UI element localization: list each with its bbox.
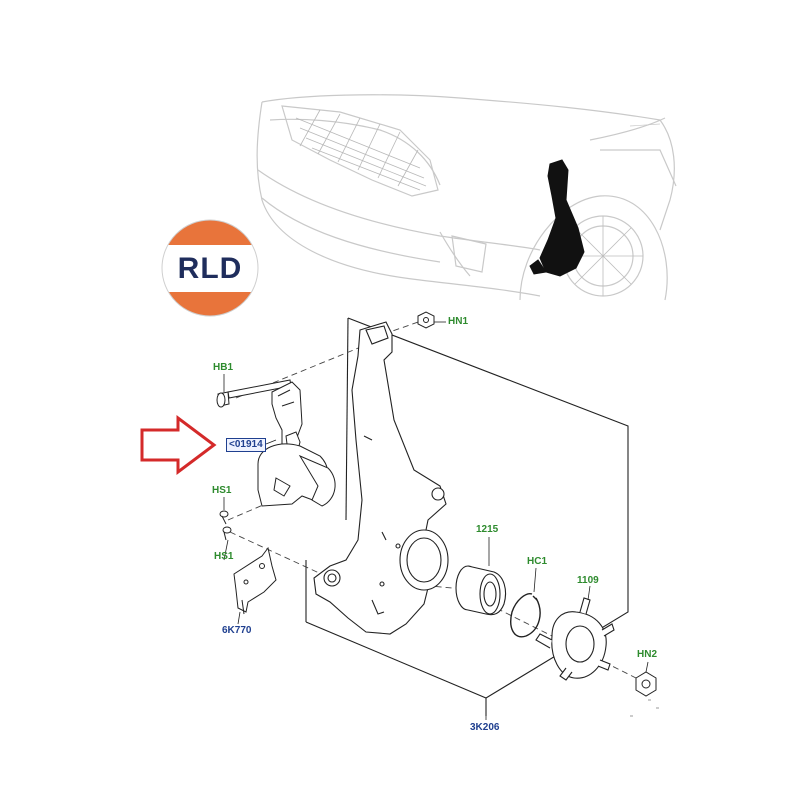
label-1215: 1215 <box>476 524 499 535</box>
bracket-6k770 <box>233 546 277 615</box>
rld-logo <box>161 219 259 317</box>
vehicle-illustration <box>256 94 677 301</box>
label-hn1: HN1 <box>448 316 469 327</box>
label-6k770: 6K770 <box>222 625 252 636</box>
label-hs1-lower: HS1 <box>214 551 234 562</box>
nut-hn1 <box>417 311 435 329</box>
label-hc1: HC1 <box>527 556 548 567</box>
label-3k206: 3K206 <box>470 722 500 733</box>
steering-knuckle <box>313 321 449 635</box>
logo-text: RLD <box>177 252 243 285</box>
callout-label-01914: <01914 <box>226 438 266 452</box>
wheel-hub-1109 <box>535 597 615 681</box>
nut-hn2 <box>635 671 657 697</box>
label-hs1-upper: HS1 <box>212 485 232 496</box>
label-1109: 1109 <box>577 575 599 586</box>
wheel-bearing-1215 <box>455 565 507 616</box>
screw-hs1-lower <box>222 526 232 541</box>
leader-lines <box>223 321 649 720</box>
label-hb1: HB1 <box>213 362 234 373</box>
red-arrow-icon <box>140 415 217 475</box>
label-hn2: HN2 <box>637 649 658 660</box>
shield-bracket <box>271 381 303 453</box>
assembly-outline <box>305 317 629 716</box>
corner-marks <box>630 699 659 717</box>
screw-hs1-upper <box>219 510 229 525</box>
vehicle-knuckle-highlight <box>529 159 585 277</box>
splash-shield <box>257 443 336 507</box>
bolt-hb1 <box>216 379 292 408</box>
circlip-hc1 <box>510 593 541 638</box>
